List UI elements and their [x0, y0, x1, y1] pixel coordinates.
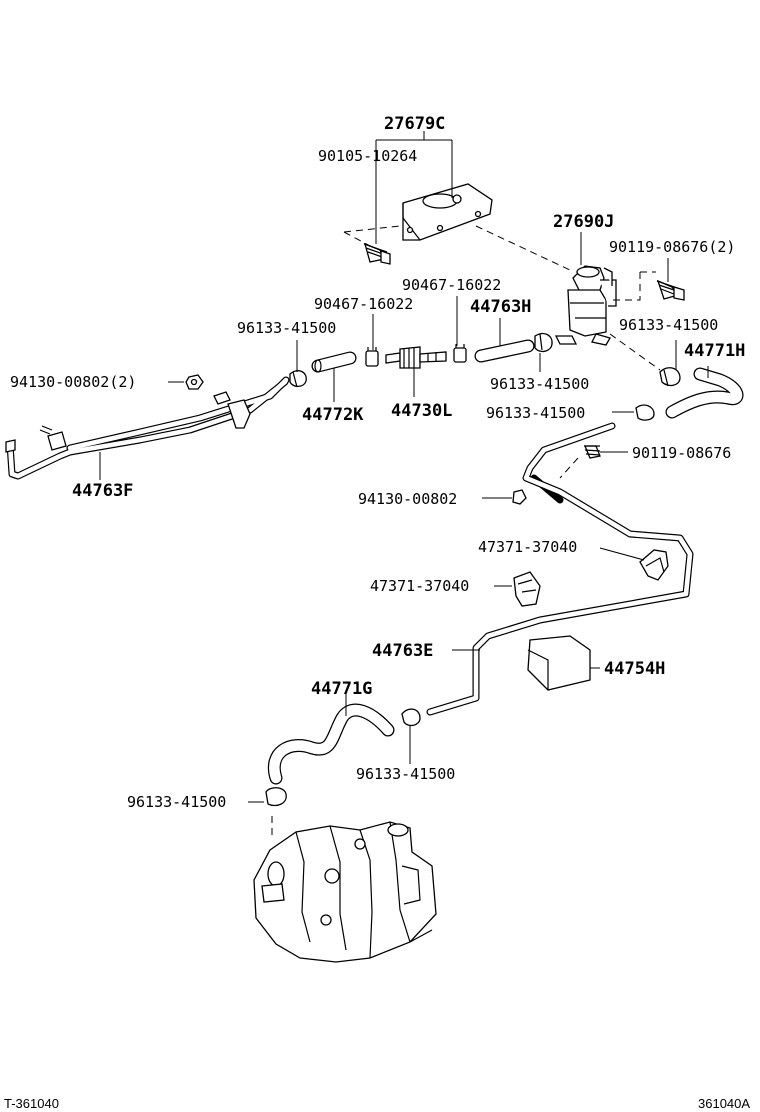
pipe-44763f[interactable]: [5, 376, 290, 480]
label-96133-41500-right-mid: 96133-41500: [486, 404, 585, 422]
label-90467-16022-right: 90467-16022: [402, 276, 501, 294]
footer-left-code: T-361040: [4, 1096, 59, 1111]
connector-44730l[interactable]: [385, 346, 447, 369]
label-44763f: 44763F: [72, 481, 133, 501]
hose-44771h[interactable]: [665, 367, 744, 419]
clamp-47371-37040-left[interactable]: [513, 571, 541, 607]
clamp-96133-41500-left[interactable]: [289, 370, 307, 388]
label-90105-10264: 90105-10264: [318, 147, 417, 165]
label-44763h: 44763H: [470, 297, 531, 317]
clamp-96133-41500-lower[interactable]: [401, 708, 421, 727]
label-96133-41500-left: 96133-41500: [237, 319, 336, 337]
bolt-90119-08676-a[interactable]: [656, 279, 685, 301]
clamp-96133-41500-bottom[interactable]: [265, 787, 287, 807]
label-96133-41500-bottom: 96133-41500: [127, 793, 226, 811]
label-44754h: 44754H: [604, 659, 665, 679]
bolt-90105-10264[interactable]: [363, 242, 391, 265]
clamp-90467-16022-right[interactable]: [453, 344, 467, 363]
footer-right-code: 361040A: [698, 1096, 750, 1111]
clamp-90467-16022-left[interactable]: [365, 347, 379, 367]
label-96133-41500-upper: 96133-41500: [490, 375, 589, 393]
label-27690j: 27690J: [553, 212, 614, 232]
clamp-47371-37040-right[interactable]: [639, 549, 669, 581]
nut-94130-00802-b[interactable]: [512, 489, 527, 505]
nut-94130-00802-a[interactable]: [185, 374, 204, 390]
label-90119-08676: 90119-08676: [632, 444, 731, 462]
label-96133-41500-right-top: 96133-41500: [619, 316, 718, 334]
hose-44772k[interactable]: [311, 351, 357, 373]
label-44730l: 44730L: [391, 401, 452, 421]
bolt-90119-08676-b[interactable]: [584, 445, 601, 459]
label-94130-00802-2: 94130-00802(2): [10, 373, 136, 391]
pump-assembly-icon: [253, 821, 437, 963]
label-90119-08676-2: 90119-08676(2): [609, 238, 735, 256]
pipe-44763e[interactable]: [426, 422, 694, 716]
label-90467-16022-left: 90467-16022: [314, 295, 413, 313]
label-47371-37040-left: 47371-37040: [370, 577, 469, 595]
bracket-44754h[interactable]: [527, 635, 591, 691]
bracket-27679c[interactable]: [402, 183, 493, 241]
label-44763e: 44763E: [372, 641, 433, 661]
clamp-96133-41500-right-mid[interactable]: [635, 404, 655, 421]
label-47371-37040-right: 47371-37040: [478, 538, 577, 556]
label-44772k: 44772K: [302, 405, 364, 425]
label-27679c: 27679C: [384, 114, 445, 134]
label-96133-41500-lower: 96133-41500: [356, 765, 455, 783]
clamp-96133-41500-right-top[interactable]: [659, 367, 681, 387]
label-94130-00802: 94130-00802: [358, 490, 457, 508]
label-44771h: 44771H: [684, 341, 745, 361]
clamp-96133-41500-upper[interactable]: [534, 332, 553, 353]
hose-44763h[interactable]: [474, 339, 535, 363]
label-44771g: 44771G: [311, 679, 372, 699]
hose-44771g[interactable]: [267, 703, 395, 785]
vacuum-switching-valve-27690j[interactable]: [554, 265, 617, 346]
